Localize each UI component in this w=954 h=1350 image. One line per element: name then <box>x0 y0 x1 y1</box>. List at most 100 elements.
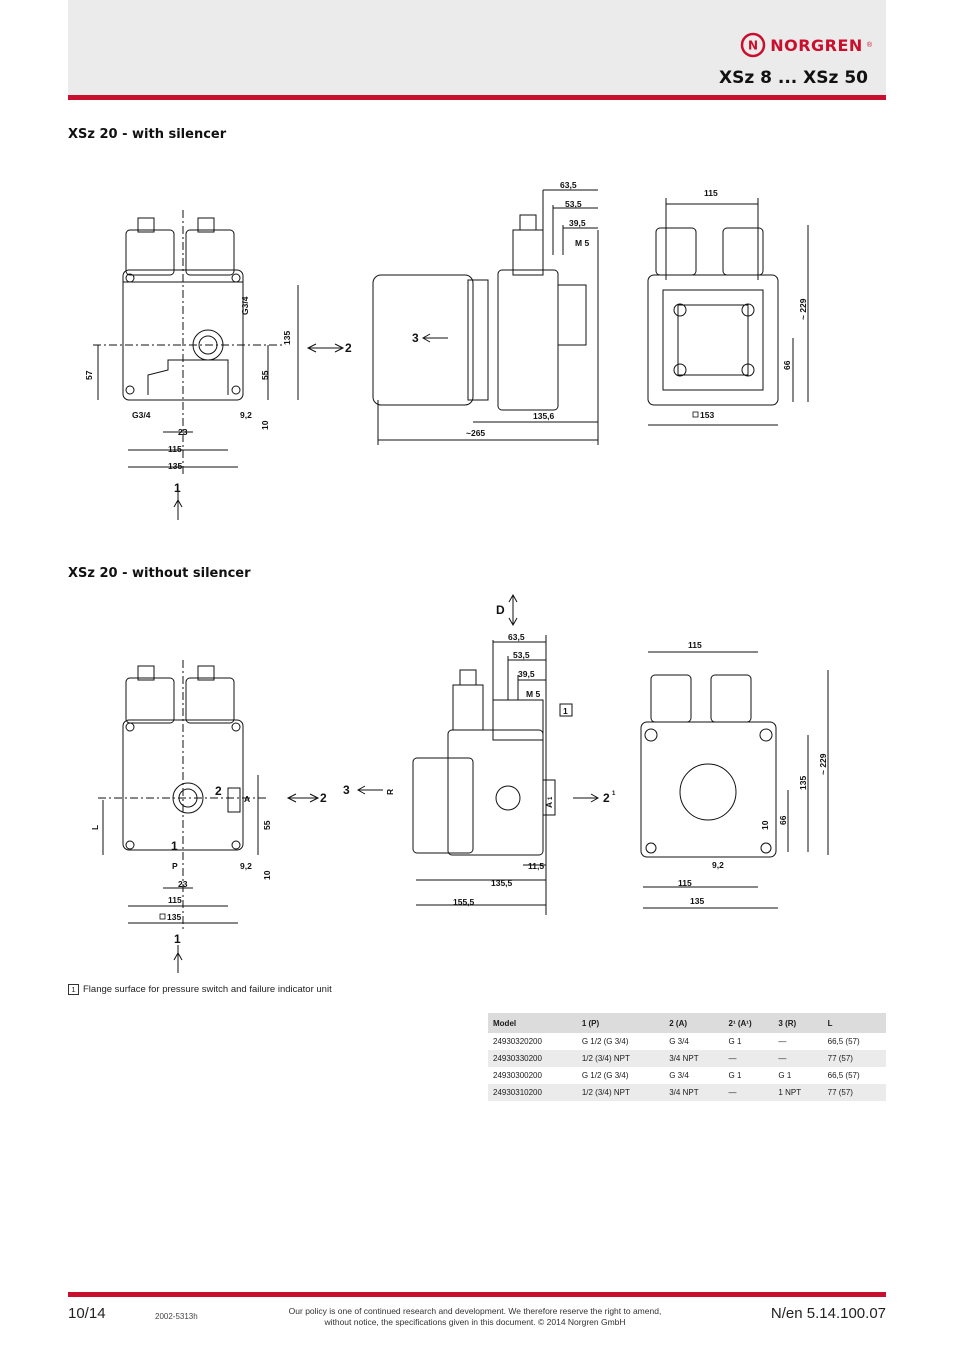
back-view-without-silencer <box>640 651 829 909</box>
back-dim-135-bottom: 135 <box>690 896 704 906</box>
dim-10: 10 <box>260 420 270 430</box>
cell-21a1: — <box>723 1084 774 1101</box>
side-dim-135-5: 135,5 <box>491 878 513 888</box>
front-dim-55: 55 <box>262 820 272 830</box>
cell-2a: G 3/4 <box>669 1037 689 1046</box>
front-dim-23: 23 <box>178 879 188 889</box>
table-row: 24930320200 G 1/2 (G 3/4) G 3/4 G 1 — 66… <box>488 1033 886 1050</box>
cell-3r: G 1 <box>778 1071 792 1080</box>
document-title: XSz 8 ... XSz 50 <box>718 68 868 88</box>
front-view-without-silencer <box>98 660 320 973</box>
arrow-port-1-label: 1 <box>174 932 181 946</box>
back-dim-115-top: 115 <box>688 640 702 650</box>
side-port-2-1: 2 <box>603 791 610 805</box>
back-dim-66: 66 <box>778 815 788 825</box>
footer-divider <box>68 1292 886 1297</box>
cell-model: 24930310200 <box>488 1084 577 1101</box>
side-view-without-silencer <box>356 593 600 915</box>
table-row: 24930310200 1/2 (3/4) NPT 3/4 NPT — 1 NP… <box>488 1084 886 1101</box>
side-dim-11-5: 11,5 <box>528 861 544 871</box>
dim-135: 135 <box>282 331 292 345</box>
back-dim-229: ~ 229 <box>818 753 828 775</box>
dim-57: 57 <box>84 370 94 380</box>
front-dim-135: 135 <box>167 912 181 922</box>
front-dim-9-2: 9,2 <box>240 861 252 871</box>
back-dim-153: 153 <box>700 410 714 420</box>
footnote-number: 1 <box>68 984 79 995</box>
col-21a1: 2¹ (A¹) <box>723 1013 774 1033</box>
cell-3r: — <box>773 1050 823 1067</box>
cell-1p: 1/2 (3/4) NPT <box>576 1084 665 1101</box>
policy-line-1: Our policy is one of continued research … <box>288 1306 662 1316</box>
front-dim-115: 115 <box>168 895 182 905</box>
front-port-2: 2 <box>215 784 222 798</box>
front-view-with-silencer <box>93 210 345 520</box>
side-port-2-1-sup: 1 <box>612 791 616 797</box>
document-reference: N/en 5.14.100.07 <box>770 1305 886 1322</box>
dim-115: 115 <box>168 444 182 454</box>
col-l: L <box>822 1013 886 1033</box>
registered-mark: ® <box>866 41 872 49</box>
back-dim-115-bottom: 115 <box>678 878 692 888</box>
back-view-with-silencer <box>647 198 809 426</box>
square-symbol-icon <box>159 913 166 920</box>
dim-39-5: 39,5 <box>569 218 586 228</box>
norgren-logo-icon: N <box>740 32 766 58</box>
dim-265: ~265 <box>466 428 485 438</box>
side-dim-53-5: 53,5 <box>513 650 530 660</box>
side-view-with-silencer <box>372 189 599 445</box>
callout-1: 1 <box>563 706 568 716</box>
back-dim-10: 10 <box>760 820 770 830</box>
header-divider <box>68 95 886 100</box>
cell-model: 24930300200 <box>493 1071 542 1080</box>
cell-1p: G 1/2 (G 3/4) <box>581 1037 629 1046</box>
dim-135-6: 135,6 <box>533 411 555 421</box>
cell-model: 24930330200 <box>488 1050 577 1067</box>
cell-21a1: G 1 <box>728 1071 742 1080</box>
back-dim-229: ~ 229 <box>798 298 808 320</box>
side-port-r: R <box>385 789 395 795</box>
cell-3r: — <box>778 1037 787 1046</box>
brand-logo: N NORGREN® <box>740 32 872 58</box>
cell-1p: 1/2 (3/4) NPT <box>576 1050 665 1067</box>
table-header-row: Model 1 (P) 2 (A) 2¹ (A¹) 3 (R) L <box>488 1013 886 1033</box>
cell-2a: 3/4 NPT <box>664 1084 724 1101</box>
brand-name: NORGREN <box>770 35 863 55</box>
back-dim-66: 66 <box>782 360 792 370</box>
side-dim-63-5: 63,5 <box>508 632 525 642</box>
side-dim-155-5: 155,5 <box>453 897 475 907</box>
side-port-a1: A <box>544 802 554 808</box>
front-port-a: A <box>244 794 250 804</box>
cell-2a: G 3/4 <box>669 1071 689 1080</box>
port-1-label: 1 <box>174 481 181 495</box>
cell-l: 77 (57) <box>822 1050 886 1067</box>
model-table: Model 1 (P) 2 (A) 2¹ (A¹) 3 (R) L 249303… <box>488 1013 886 1101</box>
side-port-3: 3 <box>343 783 350 797</box>
page-number: 10/14 <box>68 1305 106 1322</box>
back-dim-135: 135 <box>798 776 808 790</box>
front-port-1: 1 <box>171 839 178 853</box>
dim-g34-top: G3/4 <box>240 296 250 315</box>
front-port-p: P <box>172 861 178 871</box>
front-dim-l: L <box>90 825 100 830</box>
footnote: 1 Flange surface for pressure switch and… <box>68 984 332 995</box>
svg-text:N: N <box>748 39 758 53</box>
dim-135-width: 135 <box>168 461 182 471</box>
square-symbol-icon <box>692 411 699 418</box>
table-row: 24930300200 G 1/2 (G 3/4) G 3/4 G 1 G 1 … <box>488 1067 886 1084</box>
dim-9-2: 9,2 <box>240 410 252 420</box>
cell-3r: 1 NPT <box>773 1084 823 1101</box>
side-port-a1-sup: 1 <box>548 796 554 800</box>
back-dim-9-2: 9,2 <box>712 860 724 870</box>
cell-1p: G 1/2 (G 3/4) <box>581 1071 629 1080</box>
back-dim-115: 115 <box>704 188 718 198</box>
dim-55: 55 <box>260 370 270 380</box>
cell-model: 24930320200 <box>493 1037 542 1046</box>
side-port-d: D <box>496 603 505 617</box>
section-title-without-silencer: XSz 20 - without silencer <box>68 566 251 581</box>
dim-m5: M 5 <box>575 238 589 248</box>
side-dim-39-5: 39,5 <box>518 669 535 679</box>
dim-g34-bottom: G3/4 <box>132 410 151 420</box>
page-header: N NORGREN® XSz 8 ... XSz 50 <box>68 0 886 95</box>
side-dim-m5: M 5 <box>526 689 540 699</box>
